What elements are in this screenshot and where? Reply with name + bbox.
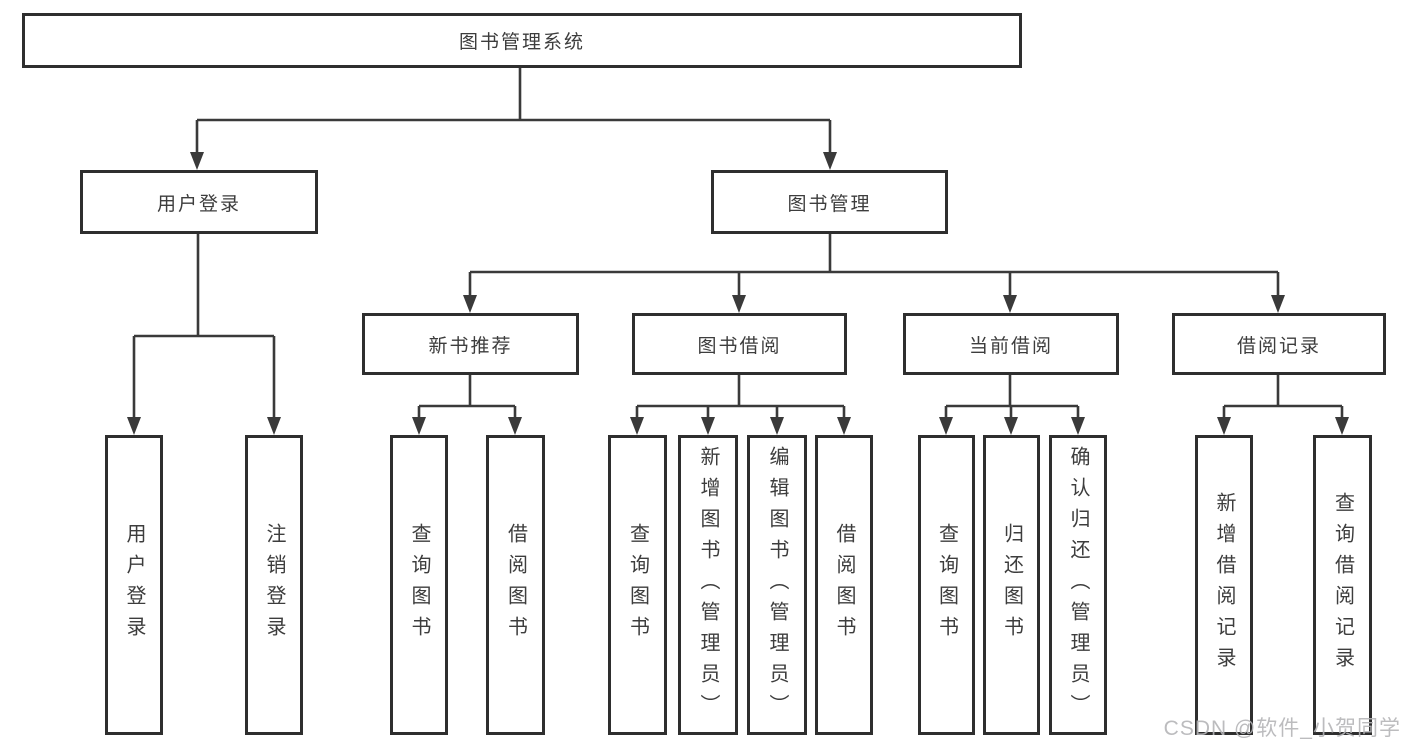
leaf-query-books-recommend: 查询图书 (390, 435, 448, 735)
leaf-query-books-borrowing: 查询图书 (608, 435, 667, 735)
leaf-edit-books-admin: 编辑图书（管理员） (747, 435, 807, 735)
node-new-book-recommend: 新书推荐 (362, 313, 579, 375)
leaf-query-books-current-label: 查询图书 (935, 523, 958, 647)
leaf-confirm-return-admin: 确认归还（管理员） (1049, 435, 1107, 735)
leaf-add-books-admin: 新增图书（管理员） (678, 435, 738, 735)
arrowheads (127, 152, 1349, 435)
leaf-add-books-admin-label: 新增图书（管理员） (697, 445, 719, 725)
leaf-query-books-recommend-label: 查询图书 (408, 523, 430, 647)
leaf-return-books-label: 归还图书 (1000, 523, 1023, 647)
node-book-management: 图书管理 (711, 170, 948, 234)
leaf-add-borrow-record: 新增借阅记录 (1195, 435, 1253, 735)
leaf-borrow-books-recommend-label: 借阅图书 (504, 523, 527, 647)
node-book-borrowing: 图书借阅 (632, 313, 847, 375)
leaf-confirm-return-admin-label: 确认归还（管理员） (1067, 445, 1089, 725)
leaf-query-borrow-record-label: 查询借阅记录 (1331, 492, 1354, 678)
node-current-borrowing: 当前借阅 (903, 313, 1119, 375)
leaf-logout-label: 注销登录 (263, 523, 285, 647)
leaf-return-books: 归还图书 (983, 435, 1040, 735)
leaf-borrow-books-borrowing: 借阅图书 (815, 435, 873, 735)
leaf-logout: 注销登录 (245, 435, 303, 735)
node-borrowing-records: 借阅记录 (1172, 313, 1386, 375)
leaf-borrow-books-borrowing-label: 借阅图书 (833, 523, 855, 647)
leaf-user-login: 用户登录 (105, 435, 163, 735)
leaf-user-login-label: 用户登录 (123, 523, 145, 647)
node-user-login: 用户登录 (80, 170, 318, 234)
leaf-add-borrow-record-label: 新增借阅记录 (1213, 492, 1235, 678)
leaf-query-books-borrowing-label: 查询图书 (626, 523, 649, 647)
leaf-query-borrow-record: 查询借阅记录 (1313, 435, 1372, 735)
leaf-borrow-books-recommend: 借阅图书 (486, 435, 545, 735)
leaf-edit-books-admin-label: 编辑图书（管理员） (766, 445, 788, 725)
node-library-management-system: 图书管理系统 (22, 13, 1022, 68)
csdn-watermark: CSDN @软件_小贺同学 (1163, 717, 1401, 740)
leaf-query-books-current: 查询图书 (918, 435, 975, 735)
